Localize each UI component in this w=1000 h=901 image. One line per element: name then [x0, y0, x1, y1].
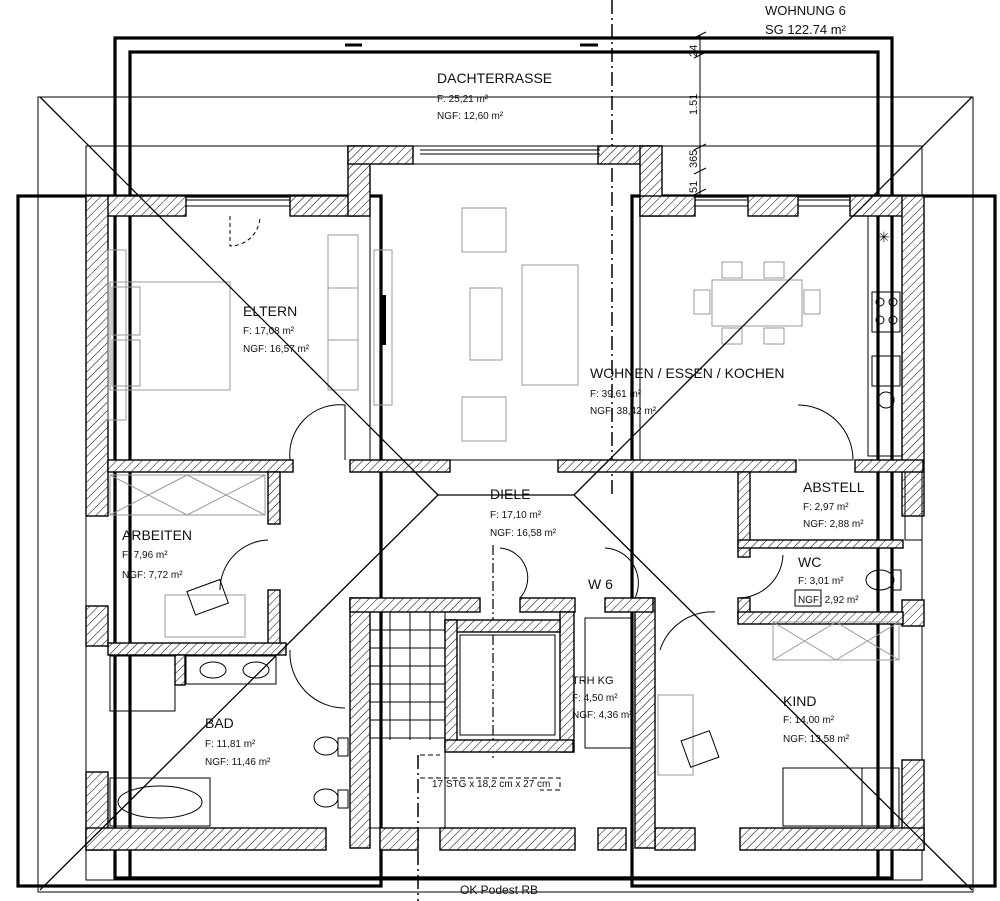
room-label-wohnen: WOHNEN / ESSEN / KOCHEN F: 39,61 m² NGF:…: [590, 365, 784, 417]
svg-text:F: 17,10 m²: F: 17,10 m²: [490, 510, 542, 521]
svg-text:WOHNEN / ESSEN / KOCHEN: WOHNEN / ESSEN / KOCHEN: [590, 365, 784, 381]
svg-text:NGF: 13,58 m²: NGF: 13,58 m²: [783, 734, 850, 745]
apartment-area: SG 122.74 m²: [765, 22, 847, 37]
svg-text:TRH KG: TRH KG: [572, 675, 614, 687]
fridge-icon: ✳: [878, 229, 890, 245]
room-label-w6: W 6: [588, 576, 613, 592]
roof-hip-lines: [39, 96, 973, 891]
svg-text:BAD: BAD: [205, 715, 234, 731]
room-label-wc: WC F: 3,01 m² NGF: 2,92 m²: [798, 554, 859, 606]
dimension-chain: 24 1.51 365 51: [688, 31, 707, 196]
svg-text:NGF: 16,57 m²: NGF: 16,57 m²: [243, 344, 310, 355]
svg-text:F: 39,61 m²: F: 39,61 m²: [590, 389, 642, 400]
svg-text:F: 17,08 m²: F: 17,08 m²: [243, 326, 295, 337]
svg-text:F: 2,97 m²: F: 2,97 m²: [803, 502, 849, 513]
door-swings: [219, 215, 854, 709]
svg-text:F: 7,96 m²: F: 7,96 m²: [122, 550, 168, 561]
svg-text:NGF: 2,88 m²: NGF: 2,88 m²: [803, 519, 864, 530]
apartment-title: WOHNUNG 6: [765, 3, 846, 18]
room-label-arbeiten: ARBEITEN F: 7,96 m² NGF: 7,72 m²: [122, 527, 192, 581]
svg-text:KIND: KIND: [783, 693, 816, 709]
svg-text:NGF: 38,42 m²: NGF: 38,42 m²: [590, 406, 657, 417]
svg-text:NGF: 11,46 m²: NGF: 11,46 m²: [205, 757, 271, 768]
living-inner-wall: [369, 163, 641, 461]
room-label-abstell: ABSTELL F: 2,97 m² NGF: 2,88 m²: [803, 479, 865, 530]
svg-text:ABSTELL: ABSTELL: [803, 479, 865, 495]
stair-spec-label: 17 STG x 18,2 cm x 27 cm: [432, 779, 550, 790]
room-label-diele: DIELE F: 17,10 m² NGF: 16,58 m²: [490, 486, 557, 539]
svg-text:NGF: 4,36 m²: NGF: 4,36 m²: [572, 710, 633, 721]
room-label-trh-kg: TRH KG F: 4,50 m² NGF: 4,36 m²: [572, 675, 633, 721]
svg-text:W 6: W 6: [588, 576, 613, 592]
svg-text:WC: WC: [798, 554, 821, 570]
dim-51: 51: [688, 181, 700, 193]
staircase: [369, 611, 634, 829]
room-label-dachterrasse: DACHTERRASSE F: 25,21 m² NGF: 12,60 m²: [437, 70, 552, 122]
room-label-bad: BAD F: 11,81 m² NGF: 11,46 m²: [205, 715, 271, 768]
svg-text:NGF: 12,60 m²: NGF: 12,60 m²: [437, 111, 504, 122]
title-block: WOHNUNG 6 SG 122.74 m²: [765, 3, 847, 37]
dim-365: 365: [688, 150, 700, 168]
svg-text:NGF: 7,72 m²: NGF: 7,72 m²: [122, 570, 183, 581]
furniture: ✳: [107, 207, 923, 827]
svg-text:F: 14,00 m²: F: 14,00 m²: [783, 715, 835, 726]
svg-text:ARBEITEN: ARBEITEN: [122, 527, 192, 543]
walls: [85, 145, 925, 851]
svg-text:DIELE: DIELE: [490, 486, 530, 502]
svg-text:F: 4,50 m²: F: 4,50 m²: [572, 693, 618, 704]
svg-text:ELTERN: ELTERN: [243, 303, 297, 319]
room-label-kind: KIND F: 14,00 m² NGF: 13,58 m²: [783, 693, 850, 745]
svg-text:NGF: 2,92 m²: NGF: 2,92 m²: [798, 595, 859, 606]
svg-text:F: 11,81 m²: F: 11,81 m²: [205, 739, 256, 750]
room-label-eltern: ELTERN F: 17,08 m² NGF: 16,57 m²: [243, 303, 310, 355]
windows: [186, 199, 850, 207]
footer-label: OK Podest RB: [460, 883, 538, 897]
svg-text:NGF: 16,58 m²: NGF: 16,58 m²: [490, 528, 557, 539]
svg-text:F: 25,21 m²: F: 25,21 m²: [437, 94, 489, 105]
dim-151: 1.51: [688, 94, 700, 115]
svg-text:DACHTERRASSE: DACHTERRASSE: [437, 70, 552, 86]
svg-text:F: 3,01 m²: F: 3,01 m²: [798, 576, 844, 587]
